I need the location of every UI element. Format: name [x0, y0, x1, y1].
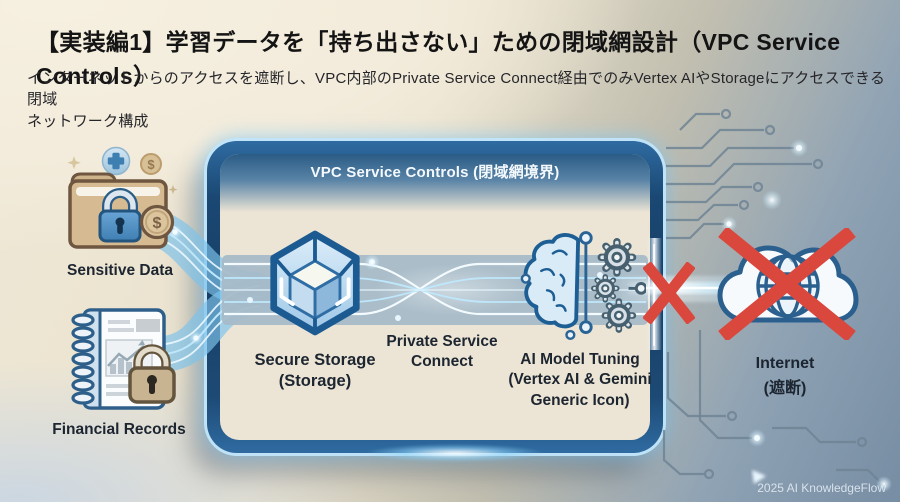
- page-subtitle: インターネットからのアクセスを遮断し、VPC内部のPrivate Service…: [27, 68, 900, 132]
- subtitle-line-1: インターネットからのアクセスを遮断し、VPC内部のPrivate Service…: [27, 70, 886, 109]
- svg-text:$: $: [153, 215, 162, 232]
- vpc-border-glow: [335, 441, 575, 465]
- vpc-boundary-label: VPC Service Controls (閉域網境界): [310, 164, 560, 181]
- internet-label: Internet (遮断): [755, 355, 815, 397]
- storage-cube-icon: [270, 230, 360, 336]
- circuit-glow-dots-top: [721, 139, 808, 232]
- gear-icon: [597, 237, 637, 277]
- sparkle-icon: [168, 185, 178, 195]
- boundary-block-x-icon: [643, 262, 695, 324]
- gear-icon: [591, 274, 620, 303]
- brain-icon: [520, 231, 593, 340]
- dollar-coin-icon: $: [139, 204, 175, 240]
- blocked-x-icon: [718, 228, 856, 340]
- cloud-globe-icon: [717, 228, 859, 340]
- page-title: 【実装編1】学習データを「持ち出さない」ための閉域網設計（VPC Service…: [36, 29, 841, 89]
- sparkle-icon: [67, 156, 81, 170]
- ai-model-tuning-label: AI Model Tuning (Vertex AI & Gemini Gene…: [508, 351, 652, 409]
- subtitle-line-2: ネットワーク構成: [27, 112, 149, 130]
- locked-folder-icon: $ $: [67, 146, 178, 249]
- private-service-connect-label: Private Service Connect: [386, 333, 498, 371]
- gear-icon: [601, 298, 637, 333]
- financial-notebook-icon: [71, 308, 176, 410]
- svg-text:$: $: [147, 157, 155, 172]
- footer-credit: 2025 AI KnowledgeFlow: [757, 481, 886, 495]
- sensitive-data-label: Sensitive Data: [67, 262, 173, 279]
- brain-gears-icon: [520, 231, 646, 340]
- secure-storage-label: Secure Storage (Storage): [254, 351, 376, 391]
- small-coin-icon: $: [140, 153, 162, 175]
- financial-records-label: Financial Records: [52, 421, 186, 438]
- medical-cross-icon: [101, 146, 131, 176]
